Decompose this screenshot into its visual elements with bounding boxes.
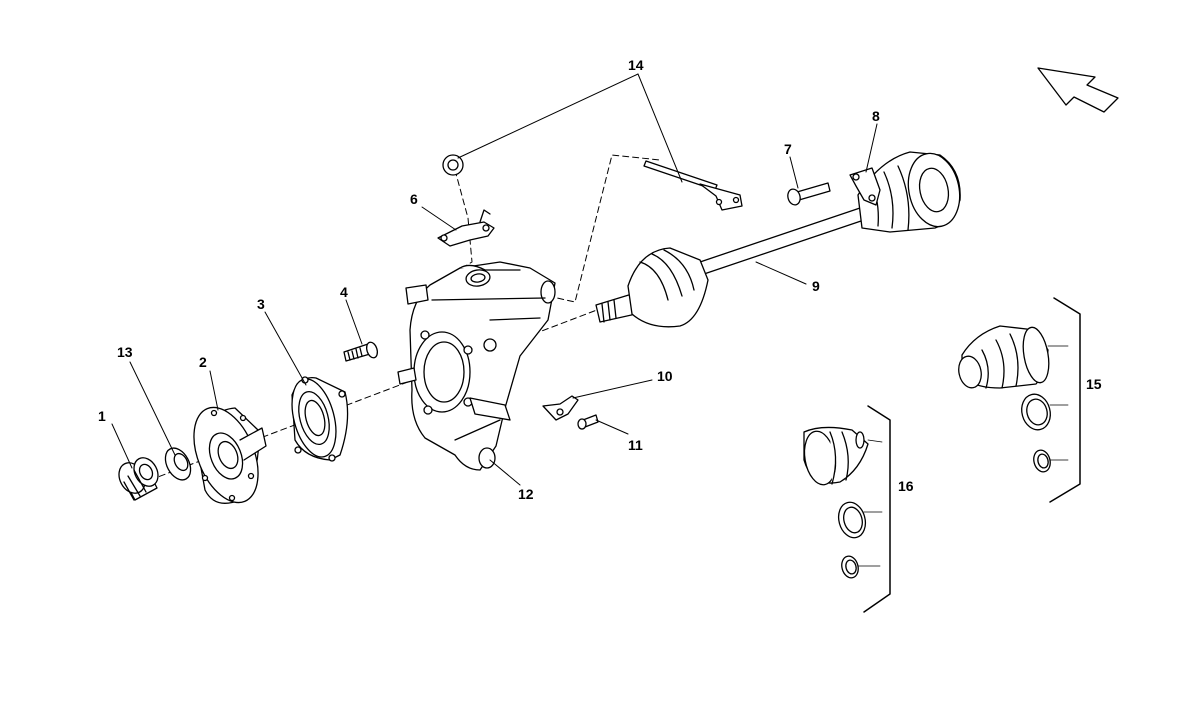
callout-13: 13: [117, 344, 133, 360]
callout-4: 4: [340, 284, 348, 300]
wheel-hub-part: [193, 406, 267, 504]
bracket-15: [1049, 297, 1081, 503]
callout-11: 11: [628, 437, 643, 453]
bracket-part: [437, 209, 495, 247]
callout-3: 3: [257, 296, 265, 312]
callout-2: 2: [199, 354, 207, 370]
callout-1: 1: [98, 408, 106, 424]
screw-part: [577, 414, 599, 430]
callout-15: 15: [1086, 376, 1102, 392]
boot-kit-15: [958, 325, 1069, 473]
callout-10: 10: [657, 368, 673, 384]
callout-16: 16: [898, 478, 914, 494]
bolt-part: [343, 341, 379, 362]
bolt-part-7: [787, 182, 831, 206]
boot-kit-16: [803, 426, 883, 579]
wheel-bearing-part: [291, 376, 349, 462]
tie-rod-part: [442, 154, 743, 211]
leader-lines: [111, 73, 878, 486]
clip-part: [542, 395, 579, 421]
wheel-carrier-part: [397, 261, 556, 471]
bracket-16: [863, 405, 891, 613]
callout-6: 6: [410, 191, 418, 207]
callout-8: 8: [872, 108, 880, 124]
direction-arrow-icon: [1037, 67, 1119, 113]
washer-part: [164, 447, 192, 481]
callout-14: 14: [628, 57, 644, 73]
callout-9: 9: [812, 278, 820, 294]
drive-shaft-part: [595, 151, 961, 328]
hub-nut-part: [118, 457, 159, 501]
callout-12: 12: [518, 486, 534, 502]
callout-7: 7: [784, 141, 792, 157]
retaining-plate-part: [849, 167, 881, 206]
